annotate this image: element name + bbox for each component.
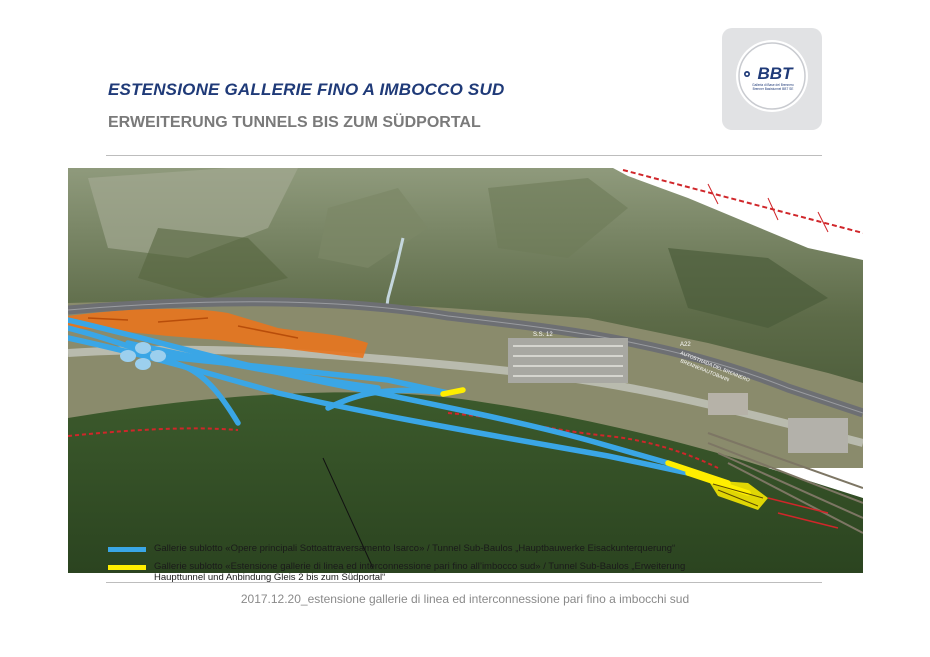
road-label-a22: A22 — [680, 342, 691, 348]
road-label-ss: S.S. 12 — [533, 332, 553, 338]
legend-text-yellow-line1: Gallerie sublotto «Estensione gallerie d… — [154, 561, 686, 572]
title-german: ERWEITERUNG TUNNELS BIS ZUM SÜDPORTAL — [108, 114, 481, 131]
construction-line-red — [447, 412, 719, 469]
orange-works-area — [68, 308, 368, 358]
boundary-line — [622, 169, 863, 234]
bbt-logo: BBT Galleria di Base del Brennero Brenne… — [736, 40, 808, 112]
legend-swatch-blue — [108, 547, 146, 552]
tunnels-blue — [68, 317, 691, 476]
logo-text: BBT — [758, 64, 795, 83]
footer-divider — [106, 582, 822, 583]
railway-yard — [707, 432, 863, 534]
aerial-map: S.S. 12 A22 AUTOSTRADA DEL BRENNERO BREN… — [68, 168, 863, 573]
logo-subtitle-2: Brenner Basistunnel BBT SE — [753, 87, 794, 91]
forest-area — [68, 392, 863, 573]
pointer-line — [322, 457, 374, 569]
legend-text-yellow-line2: Haupttunnel und Anbindung Gleis 2 bis zu… — [154, 572, 386, 583]
legend-text-blue: Gallerie sublotto «Opere principali Sott… — [154, 543, 676, 554]
footer-caption: 2017.12.20_estensione gallerie di linea … — [240, 592, 690, 606]
logo-subtitle-1: Galleria di Base del Brennero — [752, 83, 794, 87]
header-divider — [106, 155, 822, 156]
legend-swatch-yellow — [108, 565, 146, 570]
title-italian: ESTENSIONE GALLERIE FINO A IMBOCCO SUD — [108, 80, 505, 99]
